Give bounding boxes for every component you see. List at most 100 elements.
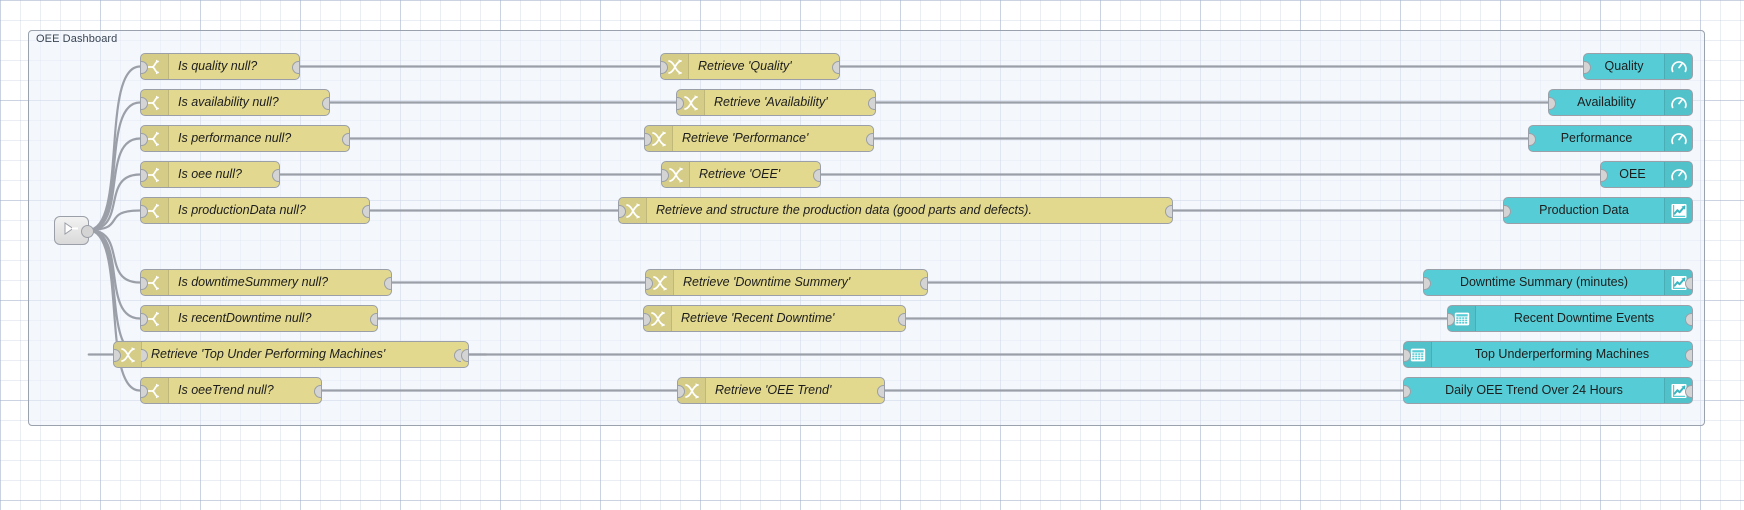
switch-node-is-productiondata-null[interactable]: Is productionData null? (140, 197, 370, 224)
link-in-output-port[interactable] (81, 224, 94, 238)
change-icon (662, 162, 690, 187)
switch-node-is-recentdowntime-null-output-port[interactable] (370, 312, 377, 326)
change-node-7-input-port[interactable] (114, 348, 121, 362)
change-node-1-output-port[interactable] (868, 96, 875, 110)
change-node-7[interactable]: Retrieve 'Top Under Performing Machines' (113, 341, 469, 368)
ui-node-7-label: Top Underperforming Machines (1474, 347, 1650, 361)
switch-node-is-oee-null[interactable]: Is oee null? (140, 161, 280, 188)
ui-node-7-output-port[interactable] (1685, 348, 1692, 362)
switch-node-is-recentdowntime-null-label: Is recentDowntime null? (178, 311, 312, 325)
change-node-0-output-port[interactable] (832, 60, 839, 74)
ui-node-4[interactable]: Production Data (1503, 197, 1693, 224)
switch-node-is-oeetrend-null-input-port[interactable] (141, 384, 148, 398)
switch-node-is-downtimesummery-null-label: Is downtimeSummery null? (178, 275, 329, 289)
switch-icon (141, 90, 169, 115)
switch-node-is-productiondata-null-output-port[interactable] (362, 204, 369, 218)
switch-node-is-performance-null-input-port[interactable] (141, 132, 148, 146)
ui-node-4-input-port[interactable] (1504, 204, 1511, 218)
ui-node-3-input-port[interactable] (1601, 168, 1608, 182)
change-node-4[interactable]: Retrieve and structure the production da… (618, 197, 1173, 224)
change-node-0[interactable]: Retrieve 'Quality' (660, 53, 840, 80)
switch-node-is-quality-null-output-port[interactable] (292, 60, 299, 74)
change-node-8-input-port[interactable] (678, 384, 685, 398)
ui-node-6-label: Recent Downtime Events (1513, 311, 1655, 325)
ui-node-5[interactable]: Downtime Summary (minutes) (1423, 269, 1693, 296)
change-node-2-input-port[interactable] (645, 132, 652, 146)
switch-node-is-recentdowntime-null[interactable]: Is recentDowntime null? (140, 305, 378, 332)
switch-icon (141, 270, 169, 295)
change-node-8[interactable]: Retrieve 'OEE Trend' (677, 377, 885, 404)
change-node-0-input-port[interactable] (661, 60, 668, 74)
switch-node-is-recentdowntime-null-input-port[interactable] (141, 312, 148, 326)
switch-node-is-quality-null[interactable]: Is quality null? (140, 53, 300, 80)
ui-node-2-label: Performance (1560, 131, 1633, 145)
change-node-5[interactable]: Retrieve 'Downtime Summery' (645, 269, 928, 296)
ui-node-2[interactable]: Performance (1528, 125, 1693, 152)
switch-node-is-topunderperformingmachines-null-input-port[interactable] (141, 348, 148, 362)
switch-node-is-oee-null-output-port[interactable] (272, 168, 279, 182)
change-node-4-output-port[interactable] (1165, 204, 1172, 218)
ui-node-3[interactable]: OEE (1600, 161, 1693, 188)
gauge-icon (1664, 162, 1692, 187)
ui-node-8[interactable]: Daily OEE Trend Over 24 Hours (1403, 377, 1693, 404)
ui-node-6-input-port[interactable] (1448, 312, 1455, 326)
ui-node-6[interactable]: Recent Downtime Events (1447, 305, 1693, 332)
change-node-6-output-port[interactable] (898, 312, 905, 326)
switch-node-is-downtimesummery-null-output-port[interactable] (384, 276, 391, 290)
ui-node-1[interactable]: Availability (1548, 89, 1693, 116)
switch-node-is-downtimesummery-null-input-port[interactable] (141, 276, 148, 290)
change-node-3-input-port[interactable] (662, 168, 669, 182)
switch-node-is-availability-null-label: Is availability null? (178, 95, 279, 109)
switch-node-is-topunderperformingmachines-null-output-port[interactable] (454, 348, 461, 362)
change-node-2[interactable]: Retrieve 'Performance' (644, 125, 874, 152)
switch-node-is-oee-null-label: Is oee null? (178, 167, 242, 181)
change-node-2-output-port[interactable] (866, 132, 873, 146)
ui-node-8-label: Daily OEE Trend Over 24 Hours (1445, 383, 1623, 397)
switch-node-is-oeetrend-null-output-port[interactable] (314, 384, 321, 398)
ui-node-5-input-port[interactable] (1424, 276, 1431, 290)
ui-node-1-label: Availability (1577, 95, 1636, 109)
switch-node-is-quality-null-input-port[interactable] (141, 60, 148, 74)
ui-node-7[interactable]: Top Underperforming Machines (1403, 341, 1693, 368)
switch-node-is-performance-null-output-port[interactable] (342, 132, 349, 146)
link-in-node[interactable] (54, 216, 94, 245)
change-node-6-input-port[interactable] (644, 312, 651, 326)
ui-node-2-input-port[interactable] (1529, 132, 1536, 146)
change-node-7-output-port[interactable] (461, 348, 468, 362)
change-node-1[interactable]: Retrieve 'Availability' (676, 89, 876, 116)
change-node-5-label: Retrieve 'Downtime Summery' (683, 275, 851, 289)
ui-node-0-input-port[interactable] (1584, 60, 1591, 74)
change-node-6[interactable]: Retrieve 'Recent Downtime' (643, 305, 906, 332)
ui-node-0[interactable]: Quality (1583, 53, 1693, 80)
ui-node-0-label: Quality (1604, 59, 1644, 73)
ui-node-6-output-port[interactable] (1685, 312, 1692, 326)
gauge-icon (1664, 90, 1692, 115)
switch-node-is-oeetrend-null[interactable]: Is oeeTrend null? (140, 377, 322, 404)
group-label: OEE Dashboard (36, 33, 118, 45)
switch-node-is-availability-null-output-port[interactable] (322, 96, 329, 110)
change-node-1-input-port[interactable] (677, 96, 684, 110)
switch-node-is-oee-null-input-port[interactable] (141, 168, 148, 182)
switch-node-is-performance-null[interactable]: Is performance null? (140, 125, 350, 152)
change-node-3-output-port[interactable] (813, 168, 820, 182)
ui-node-7-input-port[interactable] (1404, 348, 1411, 362)
ui-node-1-input-port[interactable] (1549, 96, 1556, 110)
switch-node-is-productiondata-null-label: Is productionData null? (178, 203, 306, 217)
change-node-8-label: Retrieve 'OEE Trend' (715, 383, 832, 397)
switch-node-is-availability-null-input-port[interactable] (141, 96, 148, 110)
change-node-3-label: Retrieve 'OEE' (699, 167, 781, 181)
change-node-4-input-port[interactable] (619, 204, 626, 218)
switch-node-is-productiondata-null-input-port[interactable] (141, 204, 148, 218)
gauge-icon (1664, 54, 1692, 79)
switch-node-is-downtimesummery-null[interactable]: Is downtimeSummery null? (140, 269, 392, 296)
change-node-8-output-port[interactable] (877, 384, 884, 398)
change-node-5-output-port[interactable] (920, 276, 927, 290)
ui-node-8-output-port[interactable] (1685, 384, 1692, 398)
switch-node-is-oeetrend-null-label: Is oeeTrend null? (178, 383, 274, 397)
ui-node-5-output-port[interactable] (1685, 276, 1692, 290)
change-node-3[interactable]: Retrieve 'OEE' (661, 161, 821, 188)
change-node-5-input-port[interactable] (646, 276, 653, 290)
switch-node-is-availability-null[interactable]: Is availability null? (140, 89, 330, 116)
ui-node-8-input-port[interactable] (1404, 384, 1411, 398)
